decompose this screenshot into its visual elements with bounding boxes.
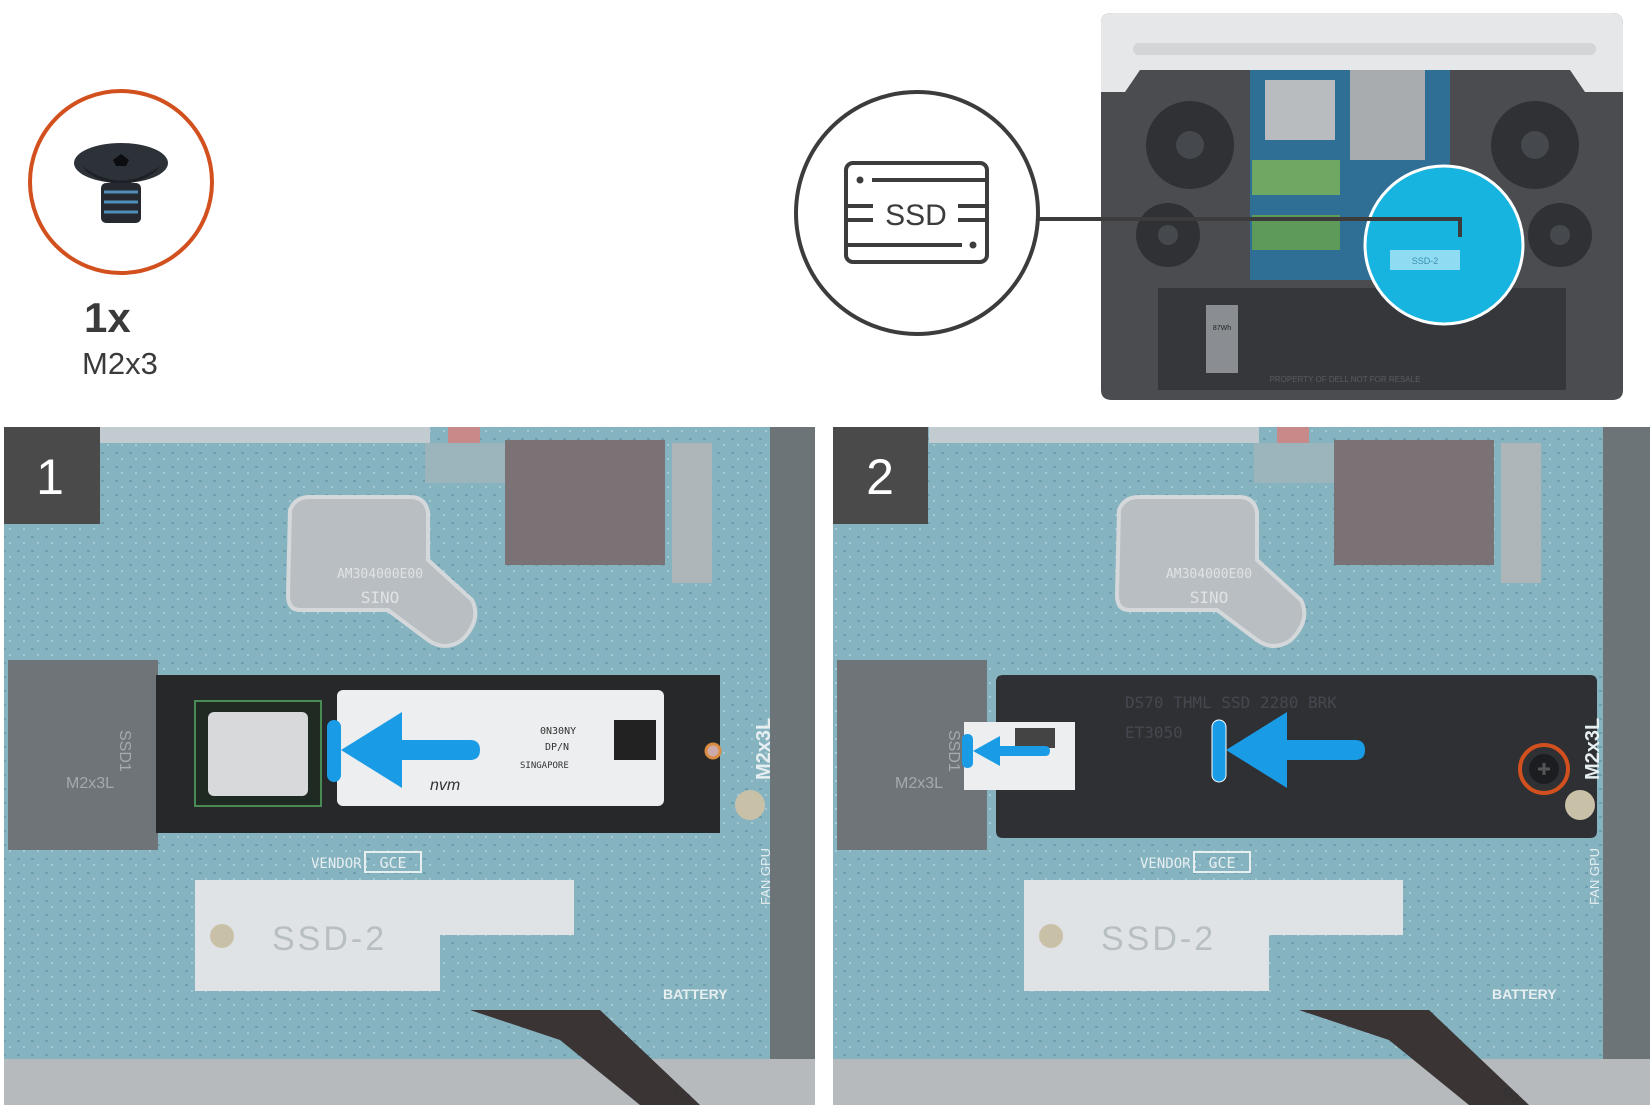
ssd-icon-label: SSD	[885, 199, 947, 232]
mb-connector	[448, 427, 480, 445]
screw-type: M2x3	[82, 346, 158, 381]
fan-icon	[1528, 203, 1592, 267]
ssd-location-highlight: SSD-2	[1365, 166, 1523, 324]
mb-connector	[1277, 427, 1309, 445]
slide-left-arrow-icon	[1211, 712, 1365, 788]
svg-text:FAN GPU: FAN GPU	[758, 848, 773, 905]
svg-text:M2x3L: M2x3L	[66, 775, 114, 792]
battery-cable	[470, 1010, 700, 1105]
svg-text:SINO: SINO	[1190, 588, 1229, 607]
svg-text:M2x3L: M2x3L	[895, 775, 943, 792]
svg-text:VENDOR:: VENDOR:	[311, 856, 370, 872]
callout-leader-line	[1038, 217, 1462, 237]
svg-text:BATTERY: BATTERY	[1492, 986, 1557, 1002]
ssd2-plate: SSD-2	[1024, 880, 1403, 991]
step-1-panel: AM304000E00 SINO M2x3L SSD1 0N30NY DP/N …	[4, 427, 815, 1105]
svg-text:DP/N: DP/N	[545, 742, 569, 753]
battery-cable	[1299, 1010, 1529, 1105]
screw-callout: 1x M2x3	[28, 89, 214, 381]
svg-text:0N30NY: 0N30NY	[540, 726, 576, 737]
highlight-ssd2-label: SSD-2	[1412, 256, 1439, 266]
laptop-bottom-overview: 87Wh PROPERTY OF DELL NOT FOR RESALE SSD…	[1101, 13, 1623, 400]
svg-text:DS70 THML SSD 2280 BRK: DS70 THML SSD 2280 BRK	[1125, 693, 1337, 712]
heat-bracket: AM304000E00 SINO	[285, 495, 478, 648]
svg-text:2: 2	[866, 449, 894, 505]
svg-text:SSD1: SSD1	[945, 730, 962, 772]
ssd2-plate: SSD-2	[195, 880, 574, 991]
svg-text:AM304000E00: AM304000E00	[1166, 567, 1252, 582]
step-2-panel: AM304000E00 SINO M2x3L SSD1 DS70 THML SS…	[833, 427, 1650, 1105]
screw-icon	[74, 143, 168, 223]
svg-text:VENDOR:: VENDOR:	[1140, 856, 1199, 872]
qr-code	[614, 720, 656, 760]
screw-highlight-ring	[28, 89, 214, 275]
pull-tab-arrow-icon	[962, 734, 1050, 768]
ssd-callout: SSD	[794, 90, 1040, 336]
heat-bracket: AM304000E00 SINO	[1114, 495, 1307, 648]
cable-tape	[1334, 440, 1494, 565]
ssd-icon: SSD	[844, 161, 989, 264]
battery-capacity: 87Wh	[1213, 325, 1231, 332]
svg-text:AM304000E00: AM304000E00	[337, 567, 423, 582]
svg-text:BATTERY: BATTERY	[663, 986, 728, 1002]
controller-chip	[208, 712, 308, 796]
svg-text:nvm: nvm	[430, 777, 460, 794]
battery-note: PROPERTY OF DELL NOT FOR RESALE	[1270, 375, 1421, 384]
svg-text:SINO: SINO	[361, 588, 400, 607]
fan-icon	[1146, 101, 1234, 189]
svg-text:ET3050: ET3050	[1125, 723, 1183, 742]
svg-text:GCE: GCE	[1208, 854, 1235, 872]
slide-left-arrow-icon	[327, 712, 480, 788]
screw-icon	[1518, 743, 1570, 795]
ssd-bracket	[8, 660, 158, 850]
cable-tape	[505, 440, 665, 565]
step-2-badge: 2	[833, 427, 928, 524]
svg-text:GCE: GCE	[379, 854, 406, 872]
svg-text:M2x3L: M2x3L	[753, 718, 775, 780]
memory-module	[1252, 160, 1340, 195]
svg-text:M2x3L: M2x3L	[1582, 718, 1604, 780]
screw-quantity: 1x	[84, 294, 131, 341]
fan-icon	[1136, 203, 1200, 267]
svg-text:FAN GPU: FAN GPU	[1587, 848, 1602, 905]
fan-icon	[1491, 101, 1579, 189]
svg-text:SSD-2: SSD-2	[1101, 920, 1216, 958]
svg-text:1: 1	[36, 449, 64, 505]
svg-text:SSD1: SSD1	[116, 730, 133, 772]
step-1-badge: 1	[4, 427, 100, 524]
svg-text:SSD-2: SSD-2	[272, 920, 387, 958]
svg-text:SINGAPORE: SINGAPORE	[520, 761, 569, 771]
ssd-label-sticker	[337, 690, 664, 806]
